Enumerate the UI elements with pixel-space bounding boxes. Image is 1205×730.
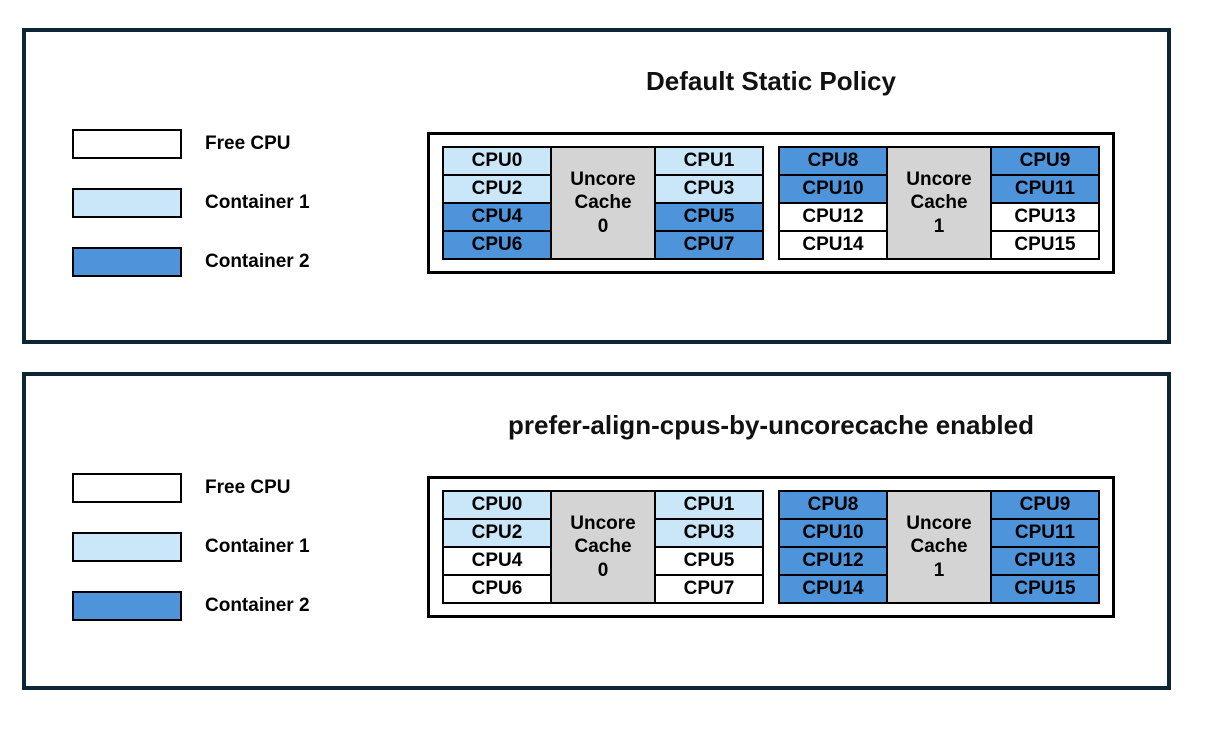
cpu-cell-cpu10: CPU10 [778,174,888,204]
uncore-cache-label-line: Cache [910,192,968,214]
uncore-cache-label-line: 1 [933,559,945,581]
uncore-cache-label-line: 0 [597,215,609,237]
cpu-cell-cpu5: CPU5 [654,546,764,576]
cpu-cell-cpu9: CPU9 [990,490,1100,520]
cpu-cell-cpu0: CPU0 [442,146,552,176]
uncore-cache-label-line: Cache [910,536,968,558]
panel-default-static-policy: Default Static Policy Free CPU Container … [22,28,1171,344]
legend-item: Free CPU [72,129,310,159]
cpu-cell-cpu6: CPU6 [442,574,552,604]
cpu-cell-cpu9: CPU9 [990,146,1100,176]
cpu-cell-cpu7: CPU7 [654,574,764,604]
cpu-cell-cpu14: CPU14 [778,230,888,260]
cpu-cell-cpu6: CPU6 [442,230,552,260]
legend-label: Free CPU [205,133,291,154]
cpu-cell-cpu5: CPU5 [654,202,764,232]
cpu-cell-cpu13: CPU13 [990,202,1100,232]
legend-item: Container 1 [72,188,310,218]
cpu-cell-cpu7: CPU7 [654,230,764,260]
legend-label: Free CPU [205,477,291,498]
cpu-cell-cpu3: CPU3 [654,174,764,204]
free-cpu-swatch [72,473,182,503]
cpu-cell-cpu4: CPU4 [442,546,552,576]
legend-item: Container 1 [72,532,310,562]
cpu-cell-cpu0: CPU0 [442,490,552,520]
uncore-cache-label-line: Uncore [906,169,972,191]
cpu-cell-cpu14: CPU14 [778,574,888,604]
cpu-cell-cpu8: CPU8 [778,490,888,520]
cpu-cell-cpu2: CPU2 [442,518,552,548]
panel-title: Default Static Policy [646,66,896,96]
legend-label: Container 1 [205,192,310,213]
cpu-cell-cpu12: CPU12 [778,202,888,232]
legend: Free CPU Container 1 Container 2 [72,473,310,621]
cpu-cell-cpu1: CPU1 [654,490,764,520]
cpu-cell-cpu15: CPU15 [990,574,1100,604]
cpu-cell-cpu12: CPU12 [778,546,888,576]
legend-item: Container 2 [72,247,310,277]
legend-item: Free CPU [72,473,310,503]
free-cpu-swatch [72,129,182,159]
legend: Free CPU Container 1 Container 2 [72,129,310,277]
uncore-cache-label-line: Cache [574,536,632,558]
legend-item: Container 2 [72,591,310,621]
legend-label: Container 2 [205,251,310,272]
cpu-cell-cpu11: CPU11 [990,518,1100,548]
cpu-cell-cpu8: CPU8 [778,146,888,176]
container-2-swatch [72,247,182,277]
cpu-cell-cpu10: CPU10 [778,518,888,548]
legend-label: Container 2 [205,595,310,616]
uncore-cache-label-line: Uncore [906,513,972,535]
uncore-cache-label-line: 1 [933,215,945,237]
container-2-swatch [72,591,182,621]
cpu-cell-cpu2: CPU2 [442,174,552,204]
cpu-cell-cpu11: CPU11 [990,174,1100,204]
uncore-cache-label-line: Uncore [570,169,636,191]
uncore-cache-label-line: 0 [597,559,609,581]
container-1-swatch [72,532,182,562]
cpu-cell-cpu3: CPU3 [654,518,764,548]
cpu-cell-cpu4: CPU4 [442,202,552,232]
uncore-cache-label-line: Cache [574,192,632,214]
cpu-cell-cpu13: CPU13 [990,546,1100,576]
uncore-cache-label-line: Uncore [570,513,636,535]
panel-prefer-align-cpus-by-uncorecache: prefer-align-cpus-by-uncorecache enabled… [22,372,1171,690]
cpu-cell-cpu15: CPU15 [990,230,1100,260]
panel-title: prefer-align-cpus-by-uncorecache enabled [508,410,1034,440]
container-1-swatch [72,188,182,218]
cpu-cell-cpu1: CPU1 [654,146,764,176]
legend-label: Container 1 [205,536,310,557]
